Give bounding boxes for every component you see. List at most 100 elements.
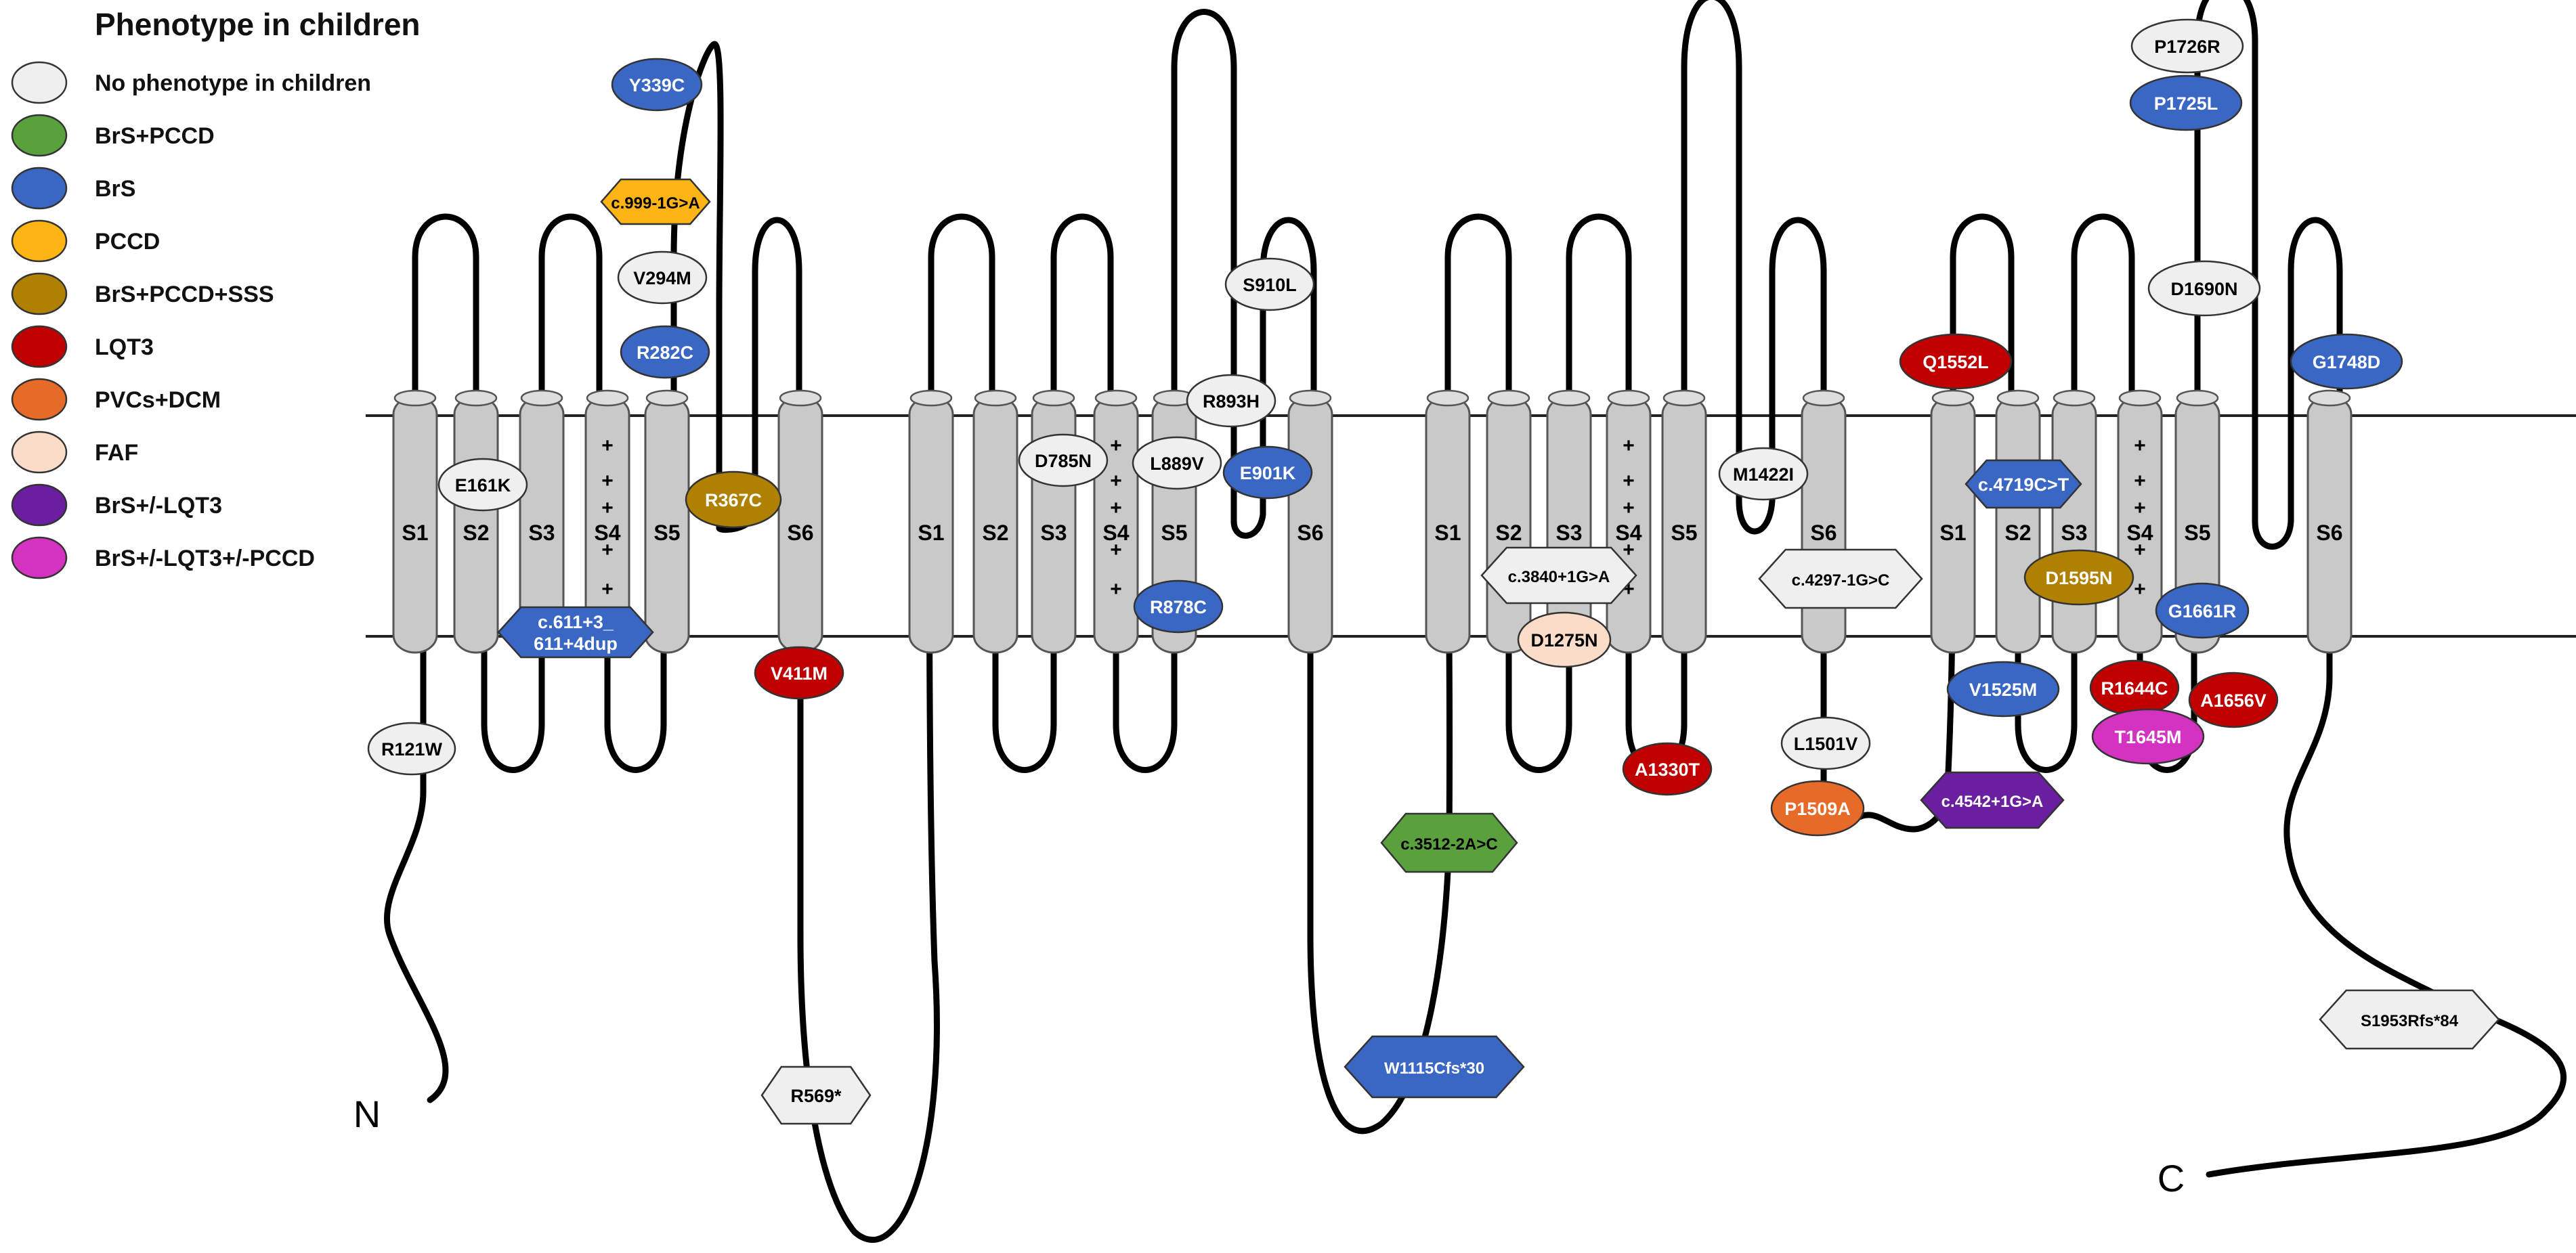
- backbone-segment-1: [383, 633, 449, 1103]
- mutation-marker: Q1552L: [1899, 333, 2013, 390]
- mutation-marker: D1690N: [2147, 260, 2261, 317]
- mutation-marker: V1525M: [1946, 661, 2060, 718]
- mutation-marker: c.4297-1G>C: [1758, 548, 1923, 609]
- mutation-label: V411M: [771, 663, 828, 684]
- mutation-ellipse: [1018, 433, 1109, 487]
- mutation-marker: M1422I: [1718, 447, 1809, 501]
- positive-charge: +: [1110, 435, 1122, 457]
- mutation-hexagon: [1920, 771, 2065, 829]
- mutation-marker: R569*: [760, 1065, 872, 1125]
- mutation-ellipse: [1224, 257, 1315, 311]
- positive-charge: +: [601, 578, 614, 600]
- mutation-marker: A1656V: [2188, 672, 2279, 728]
- backbone-segment-24: [2015, 633, 2078, 773]
- positive-charge: +: [601, 435, 614, 457]
- backbone-segment-14: [1230, 217, 1317, 539]
- positive-charge: +: [1623, 539, 1635, 561]
- backbone-segment-3: [481, 633, 545, 773]
- mutation-marker: R893H: [1186, 374, 1276, 428]
- mutation-ellipse: [1622, 742, 1713, 796]
- mutation-label: c.4297-1G>C: [1792, 571, 1890, 590]
- legend-swatch: [11, 325, 68, 368]
- legend-item: BrS: [11, 167, 135, 210]
- segment-d2-s4: S4+++++: [1093, 389, 1139, 654]
- mutation-ellipse: [1770, 780, 1865, 837]
- legend-swatch: [11, 219, 68, 263]
- mutation-label: L889V: [1150, 454, 1204, 474]
- mutation-marker: W1115Cfs*30: [1344, 1035, 1525, 1099]
- backbone-segment-10: [992, 633, 1057, 773]
- segment-label: S1: [402, 521, 428, 545]
- mutation-label: G1661R: [2168, 601, 2237, 621]
- mutation-marker: c.4542+1G>A: [1920, 771, 2065, 829]
- mutation-marker: S910L: [1224, 257, 1315, 311]
- positive-charge: +: [2134, 435, 2146, 457]
- segment-label: S3: [1040, 521, 1067, 545]
- legend-swatch: [11, 61, 68, 104]
- segment-d3-s2: S2: [1486, 389, 1532, 654]
- positive-charge: +: [1110, 578, 1122, 600]
- legend-label: BrS+PCCD+SSS: [95, 282, 274, 307]
- backbone-segment-25: [2071, 213, 2135, 419]
- segment-label: S3: [2061, 521, 2087, 545]
- mutation-ellipse: [685, 470, 782, 529]
- mutation-marker: R1644C: [2089, 659, 2180, 716]
- mutation-ellipse: [1133, 579, 1224, 634]
- backbone-segment-13: [1171, 9, 1237, 525]
- mutation-label: P1509A: [1784, 799, 1851, 819]
- backbone-segment-7: [716, 217, 802, 533]
- legend-label: PCCD: [95, 229, 160, 255]
- mutation-ellipse: [2188, 672, 2279, 728]
- segment-label: S6: [2316, 521, 2342, 545]
- mutation-ellipse: [1517, 611, 1612, 668]
- mutation-label: V1525M: [1969, 680, 2038, 700]
- segment-d1-s4: S4+++++: [584, 389, 630, 654]
- mutation-marker: R282C: [620, 325, 710, 379]
- legend-label: BrS+/-LQT3+/-PCCD: [95, 546, 315, 571]
- mutation-marker: c.3512-2A>C: [1380, 812, 1518, 873]
- positive-charge: +: [2134, 578, 2146, 600]
- mutation-marker: A1330T: [1622, 742, 1713, 796]
- mutation-label: R1644C: [2101, 678, 2168, 699]
- backbone-segment-28: [2252, 217, 2343, 550]
- backbone-segment-4: [538, 213, 603, 419]
- legend-item: PVCs+DCM: [11, 378, 221, 421]
- mutation-hexagon: [497, 606, 654, 659]
- mutation-marker: T1645M: [2091, 708, 2205, 765]
- segment-d4-s3: S3: [2051, 389, 2097, 654]
- mutation-label: D1595N: [2045, 568, 2112, 588]
- mutation-marker: R367C: [685, 470, 782, 529]
- backbone-segment-9: [928, 213, 995, 419]
- mutation-ellipse: [1899, 333, 2013, 390]
- segment-d4-s4: S4+++++: [2117, 389, 2163, 654]
- mutation-marker: c.611+3_611+4dup: [497, 606, 654, 659]
- mutation-markers: Y339Cc.999-1G>AV294MR282CE161KR367Cc.611…: [367, 18, 2500, 1125]
- backbone-segment-21: [1736, 217, 1827, 535]
- segment-label: S2: [1495, 521, 1522, 545]
- backbone-segment-18: [1566, 213, 1632, 419]
- mutation-label: c.3840+1G>A: [1508, 568, 1610, 586]
- legend-item: LQT3: [11, 325, 154, 368]
- mutation-marker: E161K: [437, 458, 528, 512]
- mutation-marker: G1748D: [2290, 333, 2403, 390]
- legend-swatch: [11, 378, 68, 421]
- legend-label: FAF: [95, 440, 138, 466]
- mutation-hexagon: [600, 178, 711, 225]
- legend-item: BrS+/-LQT3: [11, 483, 222, 527]
- legend-swatch: [11, 167, 68, 210]
- c-terminus-label: C: [2158, 1157, 2185, 1200]
- mutation-label: R569*: [790, 1086, 842, 1106]
- legend-label: LQT3: [95, 334, 154, 360]
- mutation-hexagon: [1380, 812, 1518, 873]
- segment-label: S6: [1810, 521, 1837, 545]
- mutation-ellipse: [1222, 445, 1313, 500]
- positive-charge: +: [1110, 470, 1122, 492]
- segment-label: S6: [787, 521, 813, 545]
- legend-item: PCCD: [11, 219, 160, 263]
- segment-d1-s6: S6: [777, 389, 823, 654]
- positive-charge: +: [601, 470, 614, 492]
- mutation-label: V294M: [633, 268, 691, 288]
- segment-d3-s1: S1: [1425, 389, 1471, 654]
- positive-charge: +: [1110, 497, 1122, 519]
